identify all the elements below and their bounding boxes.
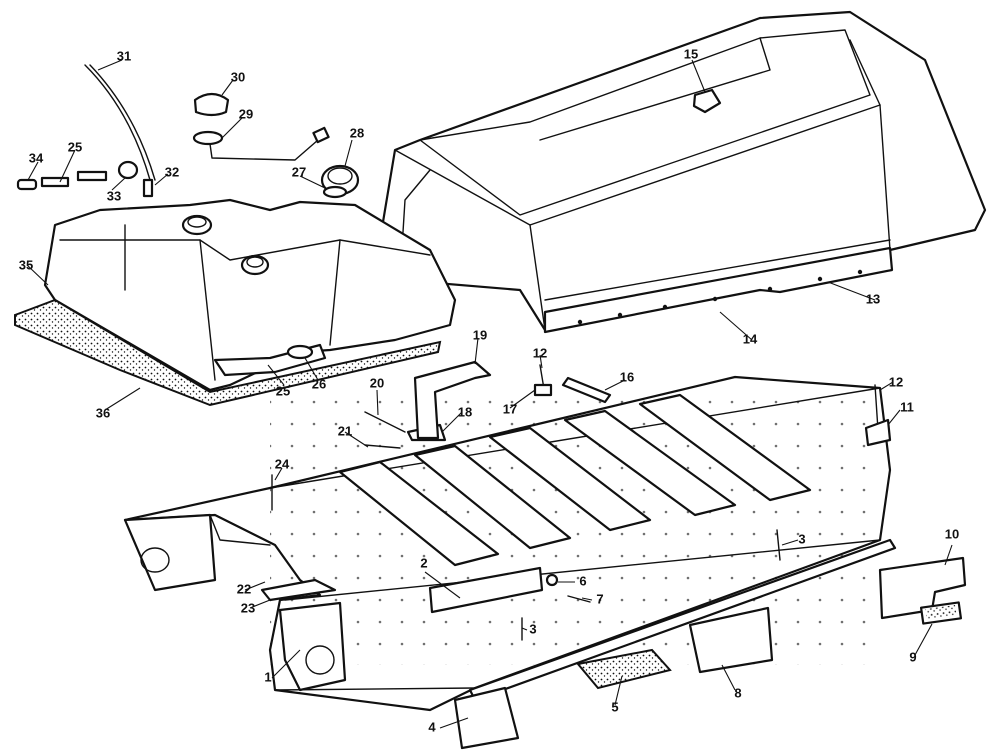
callout-32: 32 [165, 164, 179, 179]
callout-25b: 25 [276, 383, 290, 398]
leader-lines [26, 59, 953, 729]
front-decals [260, 566, 544, 614]
callout-26: 26 [312, 376, 326, 391]
callout-33: 33 [107, 188, 121, 203]
callout-10: 10 [945, 526, 959, 541]
callout-18: 18 [458, 404, 472, 419]
fuel-line [84, 64, 156, 181]
callout-30: 30 [231, 69, 245, 84]
callout-34: 34 [29, 150, 44, 165]
callout-13: 13 [866, 291, 880, 306]
callout-11: 11 [900, 399, 914, 414]
callout-12a: 12 [533, 345, 547, 360]
callout-24: 24 [275, 456, 290, 471]
tank-pad [14, 298, 442, 407]
frame-side-panels [123, 513, 347, 692]
callout-29: 29 [239, 106, 253, 121]
callout-5: 5 [611, 699, 618, 714]
tank-valve-assembly [16, 160, 154, 198]
callout-36: 36 [96, 405, 110, 420]
callout-4: 4 [428, 719, 436, 734]
callout-12b: 12 [889, 374, 903, 389]
seat-body [378, 10, 987, 332]
filler-cap [320, 164, 360, 199]
callout-17: 17 [503, 401, 517, 416]
callout-3b: 3 [529, 621, 536, 636]
callout-19: 19 [473, 327, 487, 342]
callout-6: 6 [579, 573, 586, 588]
callouts: 1 2 3 3 4 5 6 7 8 9 10 11 12 12 13 14 15… [19, 46, 959, 734]
tank-pickup [286, 344, 314, 360]
callout-15: 15 [684, 46, 698, 61]
callout-31: 31 [117, 48, 131, 63]
callout-2: 2 [420, 555, 427, 570]
tank-neck [181, 214, 270, 276]
reflector-plate [878, 556, 967, 625]
seat-mounting-strip [543, 246, 894, 334]
frame-channels [338, 393, 812, 567]
callout-9: 9 [909, 649, 916, 664]
callout-21: 21 [338, 423, 352, 438]
brackets [453, 606, 774, 750]
callout-28: 28 [350, 125, 364, 140]
callout-1: 1 [264, 669, 271, 684]
callout-3a: 3 [798, 531, 805, 546]
callout-8: 8 [734, 685, 741, 700]
callout-27: 27 [292, 164, 306, 179]
callout-25a: 25 [68, 139, 82, 154]
belly-pan-frame [123, 375, 892, 712]
callout-23: 23 [241, 600, 255, 615]
callout-35: 35 [19, 257, 33, 272]
callout-7: 7 [596, 591, 603, 606]
callout-16: 16 [620, 369, 634, 384]
callout-14: 14 [743, 331, 758, 346]
hardware-small [271, 360, 892, 641]
fuel-tank [43, 198, 457, 392]
callout-22: 22 [237, 581, 251, 596]
fuel-gauge-cap [192, 92, 330, 161]
callout-20: 20 [370, 375, 384, 390]
